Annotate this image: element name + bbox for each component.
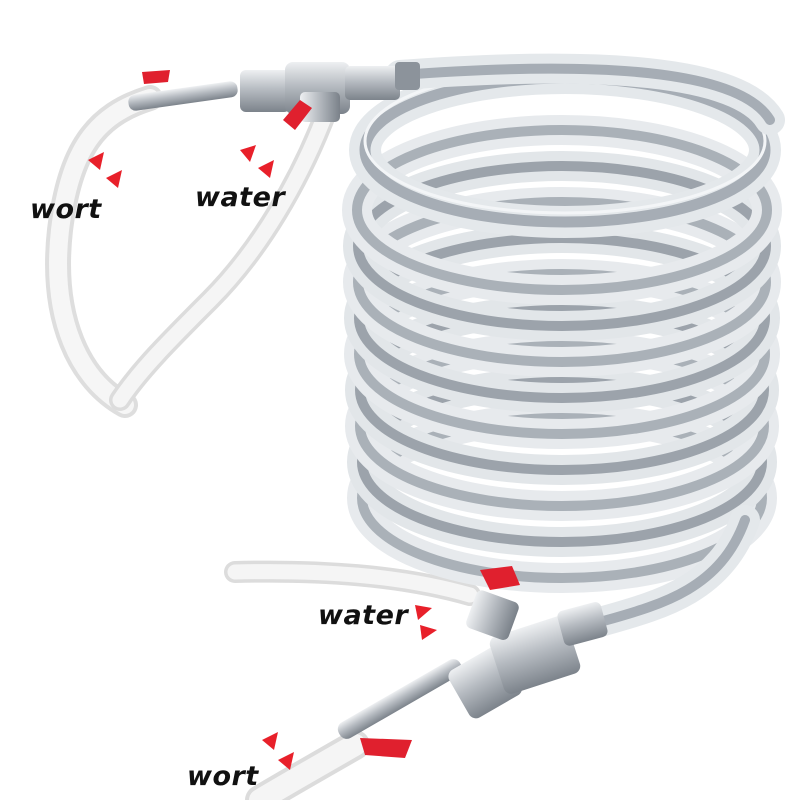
flow-arrow-icon [415,605,437,640]
valve-handle-icon [360,738,412,758]
coil [342,53,785,637]
flow-arrow-icon [88,152,122,188]
valve-handle-icon [142,70,170,84]
supply-hoses [45,85,481,800]
label-wort-outlet: wort [187,761,259,792]
flow-arrow-icon [262,732,294,770]
flow-arrow-icon [240,145,274,178]
flow-arrows [88,145,437,770]
label-wort-inlet: wort [30,194,102,225]
top-fitting [128,62,420,130]
valve-handle-icon [283,100,312,130]
label-water-inlet: water [318,600,409,631]
label-water-outlet: water [195,182,286,213]
bottom-fitting [337,566,608,758]
valve-handle-icon [480,566,520,590]
